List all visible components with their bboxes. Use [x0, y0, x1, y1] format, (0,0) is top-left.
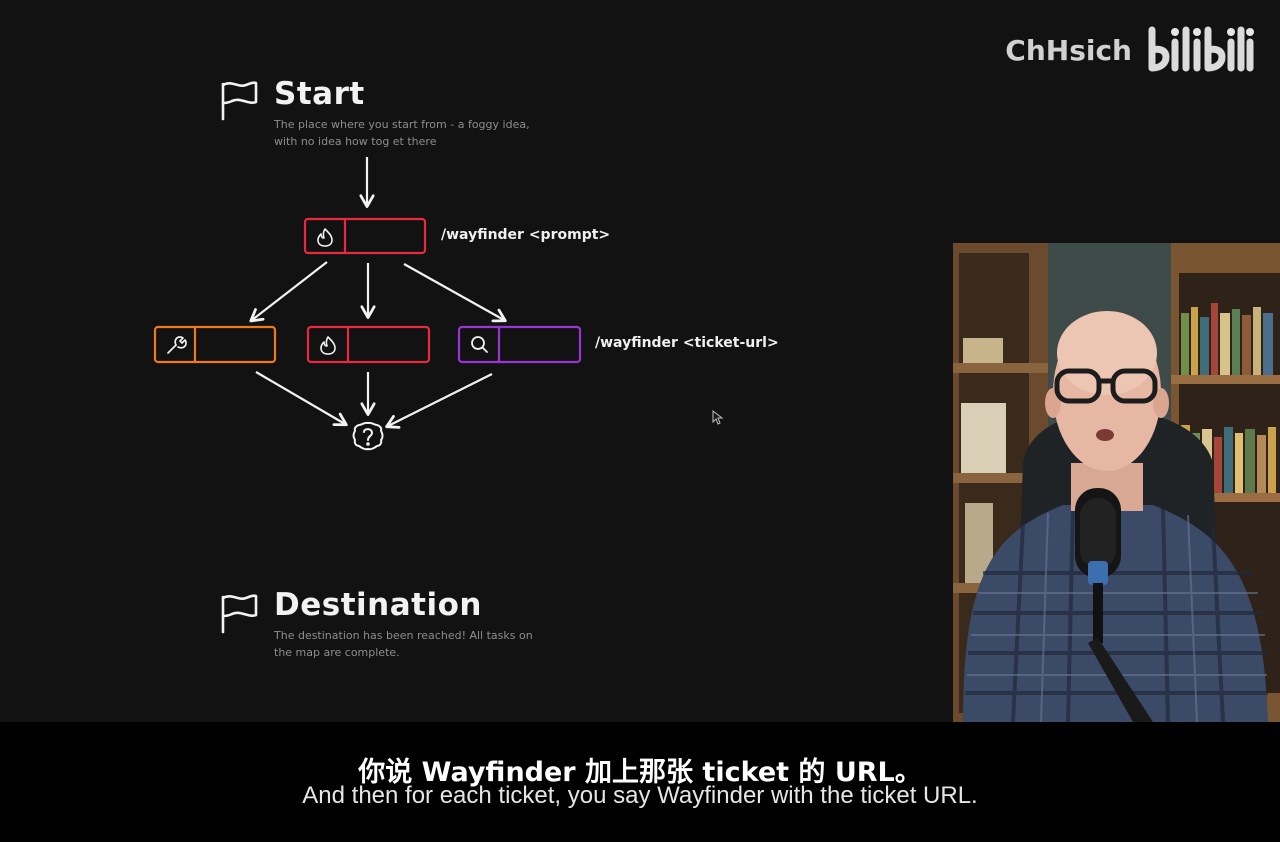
node-search[interactable] [457, 325, 582, 364]
start-description: The place where you start from - a foggy… [274, 118, 530, 148]
arrow-wrench-to-end [255, 371, 348, 427]
arrow-search-to-end [385, 373, 493, 429]
channel-watermark: ChHsich [1005, 24, 1254, 76]
command-prompt: /wayfinder <prompt> [441, 227, 611, 243]
search-icon [471, 336, 488, 353]
bilibili-logo-icon [1148, 26, 1254, 72]
wayfinder-diagram [153, 81, 582, 634]
flame-icon [320, 336, 336, 355]
microphone [1075, 488, 1153, 722]
destination-title: Destination [274, 587, 482, 623]
channel-name: ChHsich [1005, 33, 1132, 67]
flame-icon [317, 228, 333, 247]
mouse-cursor-icon [712, 410, 724, 425]
destination-flag-icon [221, 594, 258, 634]
presenter-webcam [953, 243, 1280, 722]
glasses [1054, 368, 1158, 404]
subtitle-english: And then for each ticket, you say Wayfin… [302, 782, 978, 809]
wrench-icon [167, 336, 187, 354]
subtitle-chinese: 你说 Wayfinder 加上那张 ticket 的 URL。 [358, 757, 922, 788]
presenter-illustration [953, 243, 1280, 722]
question-badge-icon [352, 421, 384, 451]
command-ticket-url: /wayfinder <ticket-url> [595, 335, 779, 351]
start-flag-icon [221, 81, 258, 121]
arrow-prompt-to-search [403, 263, 507, 323]
node-flame[interactable] [306, 325, 431, 364]
node-prompt[interactable] [303, 217, 427, 255]
node-wrench[interactable] [153, 325, 277, 364]
subtitle-bar: 你说 Wayfinder 加上那张 ticket 的 URL。 And then… [0, 722, 1280, 842]
destination-description: The destination has been reached! All ta… [274, 629, 533, 659]
arrow-prompt-to-wrench [249, 261, 328, 323]
start-title: Start [274, 76, 365, 112]
